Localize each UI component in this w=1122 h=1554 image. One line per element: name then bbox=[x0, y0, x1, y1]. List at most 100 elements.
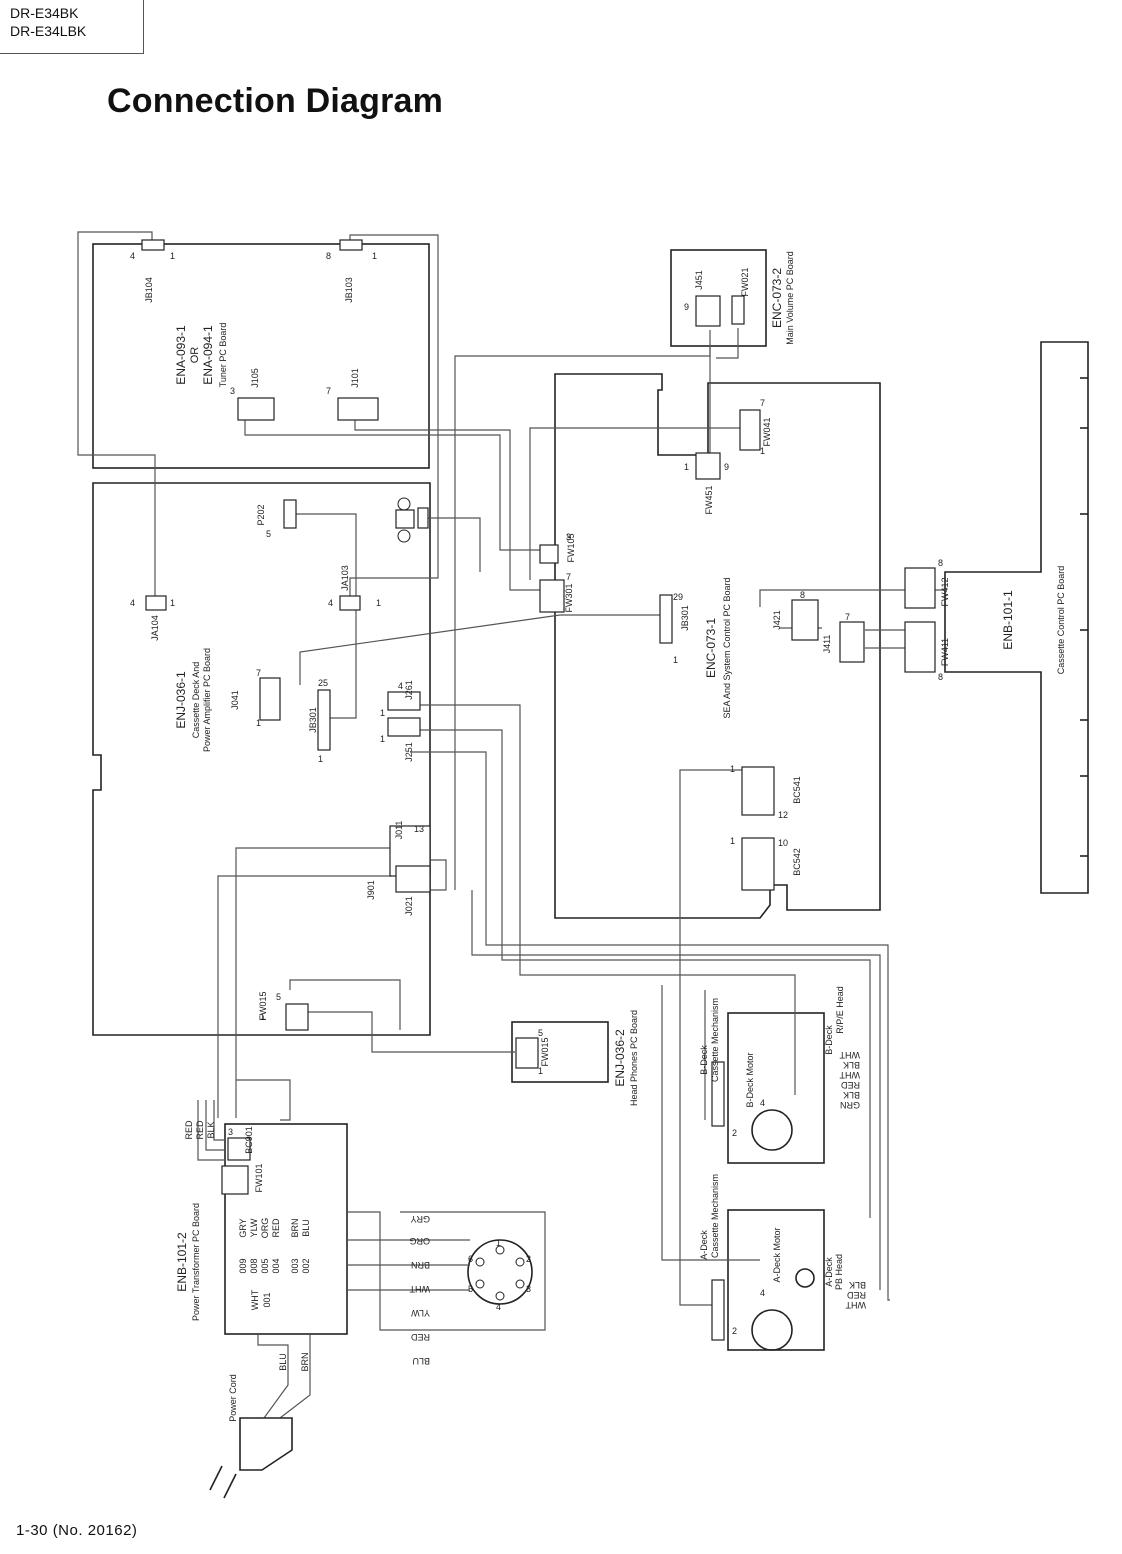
svg-text:1: 1 bbox=[673, 655, 678, 665]
svg-text:WHT: WHT bbox=[839, 1070, 860, 1080]
a-deck-motor-label: A-Deck Motor bbox=[772, 1227, 782, 1282]
b-deck-mechanism-outline bbox=[727, 1012, 825, 1164]
svg-text:5: 5 bbox=[468, 1284, 473, 1294]
power-plug-icon bbox=[209, 1417, 293, 1499]
cassette-control-code: ENB-101-1 bbox=[1001, 590, 1015, 650]
svg-text:9: 9 bbox=[724, 462, 729, 472]
b-deck-head-label-2: R/P/E Head bbox=[835, 986, 845, 1034]
svg-text:1: 1 bbox=[380, 708, 385, 718]
svg-text:4: 4 bbox=[760, 1288, 765, 1298]
a-deck-head-label-2: PB Head bbox=[834, 1254, 844, 1290]
svg-text:4: 4 bbox=[760, 1098, 765, 1108]
svg-text:002: 002 bbox=[301, 1258, 311, 1273]
label-ja104: JA104 bbox=[150, 615, 160, 641]
svg-text:BRN: BRN bbox=[290, 1218, 300, 1237]
socket-wire-colors: GRY ORG BRN WHT YLW RED BLU bbox=[409, 1214, 430, 1366]
svg-text:4: 4 bbox=[130, 251, 135, 261]
label-jb301: JB301 bbox=[680, 605, 690, 631]
label-fw301: FW301 bbox=[564, 583, 574, 612]
head-phones-desc: Head Phones PC Board bbox=[629, 1010, 639, 1106]
page-title: Connection Diagram bbox=[107, 82, 444, 120]
svg-text:13: 13 bbox=[414, 824, 424, 834]
svg-text:8: 8 bbox=[938, 672, 943, 682]
a-deck-motor bbox=[751, 1309, 793, 1351]
svg-text:9: 9 bbox=[684, 302, 689, 312]
svg-text:29: 29 bbox=[673, 592, 683, 602]
b-deck-wire-colors: WHT BLK WHT RED BLK GRN bbox=[839, 1050, 860, 1110]
cassette-control-ticks bbox=[1080, 377, 1088, 857]
label-j451: J451 bbox=[694, 270, 704, 290]
svg-text:ORG: ORG bbox=[409, 1236, 430, 1246]
svg-text:8: 8 bbox=[326, 251, 331, 261]
svg-text:BLK: BLK bbox=[206, 1121, 216, 1138]
svg-text:1: 1 bbox=[256, 718, 261, 728]
svg-text:1: 1 bbox=[730, 836, 735, 846]
label-fw451: FW451 bbox=[704, 485, 714, 514]
svg-text:7: 7 bbox=[326, 386, 331, 396]
svg-text:1: 1 bbox=[760, 446, 765, 456]
b-deck-mechanism-label: Cassette Mechanism bbox=[710, 998, 720, 1082]
label-fw041: FW041 bbox=[762, 417, 772, 446]
a-deck-wire-colors: BLK RED WHT bbox=[845, 1280, 866, 1310]
svg-text:ORG: ORG bbox=[260, 1218, 270, 1239]
svg-text:1: 1 bbox=[318, 754, 323, 764]
a-deck-mechanism-label: Cassette Mechanism bbox=[710, 1174, 720, 1258]
svg-text:10: 10 bbox=[778, 838, 788, 848]
svg-text:1: 1 bbox=[372, 251, 377, 261]
svg-text:1: 1 bbox=[538, 1066, 543, 1076]
svg-text:005: 005 bbox=[260, 1258, 270, 1273]
label-j021: J021 bbox=[404, 896, 414, 916]
svg-text:RED: RED bbox=[271, 1218, 281, 1238]
label-jb301-left: JB301 bbox=[308, 707, 318, 733]
svg-text:RED: RED bbox=[184, 1120, 194, 1140]
svg-text:RED: RED bbox=[846, 1290, 866, 1300]
svg-text:12: 12 bbox=[778, 810, 788, 820]
svg-text:001: 001 bbox=[262, 1292, 272, 1307]
svg-text:004: 004 bbox=[271, 1258, 281, 1273]
svg-text:YLW: YLW bbox=[249, 1218, 259, 1237]
label-fw015-hp: FW015 bbox=[540, 1037, 550, 1066]
wiring bbox=[77, 231, 945, 1419]
power-transformer-desc: Power Transformer PC Board bbox=[191, 1203, 201, 1321]
model-line-1: DR-E34BK bbox=[10, 5, 79, 21]
svg-text:WHT: WHT bbox=[839, 1050, 860, 1060]
label-ja103: JA103 bbox=[340, 565, 350, 591]
svg-text:GRY: GRY bbox=[411, 1214, 430, 1224]
label-j411: J411 bbox=[822, 635, 832, 654]
svg-text:7: 7 bbox=[760, 398, 765, 408]
label-j105: J105 bbox=[250, 368, 260, 388]
main-board-outline bbox=[92, 482, 431, 1036]
connector-shapes bbox=[141, 239, 936, 1341]
pin-numbers: 4 1 8 1 3 7 4 1 5 4 1 7 1 25 1 4 1 1 13 … bbox=[130, 251, 943, 1336]
socket-pins bbox=[475, 1245, 525, 1301]
svg-text:GRN: GRN bbox=[840, 1100, 860, 1110]
label-j901: J901 bbox=[366, 880, 376, 900]
svg-text:4: 4 bbox=[496, 1302, 501, 1312]
svg-text:6: 6 bbox=[468, 1254, 473, 1264]
svg-text:RED: RED bbox=[410, 1332, 430, 1342]
svg-text:1: 1 bbox=[260, 1012, 265, 1022]
svg-text:BLU: BLU bbox=[412, 1356, 430, 1366]
label-j261: J261 bbox=[404, 680, 414, 700]
svg-text:YLW: YLW bbox=[411, 1308, 430, 1318]
svg-text:BLK: BLK bbox=[843, 1090, 860, 1100]
label-j041: J041 bbox=[230, 690, 240, 710]
svg-text:1: 1 bbox=[684, 462, 689, 472]
tuner-board-desc: Tuner PC Board bbox=[218, 323, 228, 388]
svg-text:8: 8 bbox=[800, 590, 805, 600]
power-transformer-code: ENB-101-2 bbox=[175, 1232, 189, 1292]
svg-text:4: 4 bbox=[328, 598, 333, 608]
svg-text:RED: RED bbox=[840, 1080, 860, 1090]
label-jb104: JB104 bbox=[144, 277, 154, 303]
volume-board-outline bbox=[670, 249, 767, 347]
model-line-2: DR-E34LBK bbox=[10, 23, 87, 39]
svg-text:5: 5 bbox=[266, 529, 271, 539]
svg-text:BLK: BLK bbox=[843, 1060, 860, 1070]
cassette-control-desc: Cassette Control PC Board bbox=[1056, 566, 1066, 675]
svg-text:009: 009 bbox=[238, 1258, 248, 1273]
b-deck-motor bbox=[751, 1109, 793, 1151]
transformer-terminals: GRY YLW ORG RED BRN BLU 009 008 005 004 … bbox=[238, 1218, 311, 1311]
label-bc542: BC542 bbox=[792, 848, 802, 876]
svg-text:3: 3 bbox=[230, 386, 235, 396]
